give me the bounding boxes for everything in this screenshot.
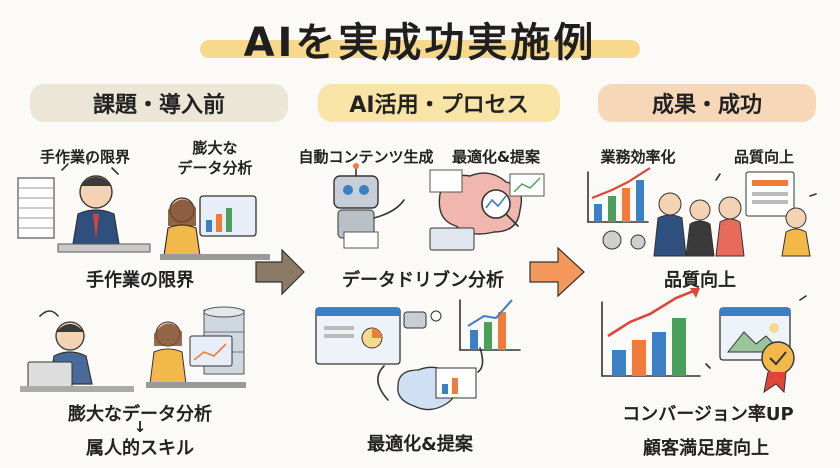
laptop-analyst-icon — [160, 195, 270, 260]
column-heading-before: 課題・導入前 — [30, 84, 288, 122]
quality-team-icon — [715, 171, 817, 257]
arrow-before-to-process — [255, 248, 305, 296]
label-customer-satisfaction: 顧客満足度向上 — [643, 438, 769, 459]
label-manual-limit: 手作業の限界 — [86, 270, 194, 291]
label-optimize-top: 最適化&提案 — [451, 148, 541, 166]
stressed-worker-icon — [17, 155, 151, 253]
label-efficiency: 業務効率化 — [600, 148, 676, 166]
label-quality: 品質向上 — [664, 270, 736, 291]
award-badge-icon — [601, 288, 807, 394]
label-personal-skill: 属人的スキル — [86, 438, 194, 459]
arrow-process-to-results — [529, 246, 585, 298]
efficiency-chart-icon — [587, 167, 715, 257]
label-manual-limit-top: 手作業の限界 — [39, 148, 130, 166]
data-analyst-icon — [146, 306, 246, 388]
label-big-data: 膨大なデータ分析 — [68, 404, 212, 425]
label-auto-content: 自動コンテンツ生成 — [298, 148, 434, 166]
label-quality-top: 品質向上 — [733, 148, 794, 166]
robot-icon — [333, 163, 405, 249]
label-big-data-top: 膨大な データ分析 — [177, 139, 253, 177]
brain-icon — [429, 169, 545, 251]
column-heading-results: 成果・成功 — [598, 84, 816, 122]
growth-chart-icon — [315, 299, 521, 411]
down-arrow-icon: ↓ — [133, 418, 147, 436]
title-highlight — [200, 40, 640, 58]
label-optimize: 最適化&提案 — [367, 434, 473, 455]
column-heading-process: AI活用・プロセス — [318, 84, 560, 122]
label-conversion-up: コンバージョン率UP — [622, 404, 794, 425]
label-data-driven: データドリブン分析 — [342, 270, 504, 291]
overwhelmed-worker-icon — [20, 310, 134, 392]
page-title: AIを実成功実施例 — [243, 20, 597, 66]
